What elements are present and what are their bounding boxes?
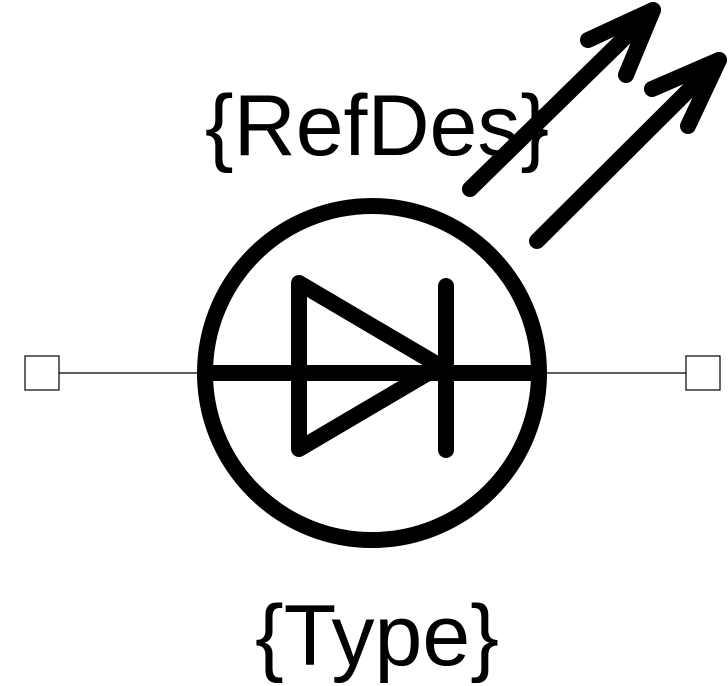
diode-triangle	[291, 275, 448, 457]
emission-arrow-upper	[462, 2, 661, 197]
led-icon	[24, 2, 727, 548]
left-pin[interactable]	[24, 355, 60, 391]
emission-arrow-lower	[529, 52, 727, 249]
refdes-label: {RefDes}	[205, 78, 549, 174]
type-label: {Type}	[255, 588, 499, 684]
right-pin[interactable]	[685, 355, 721, 391]
